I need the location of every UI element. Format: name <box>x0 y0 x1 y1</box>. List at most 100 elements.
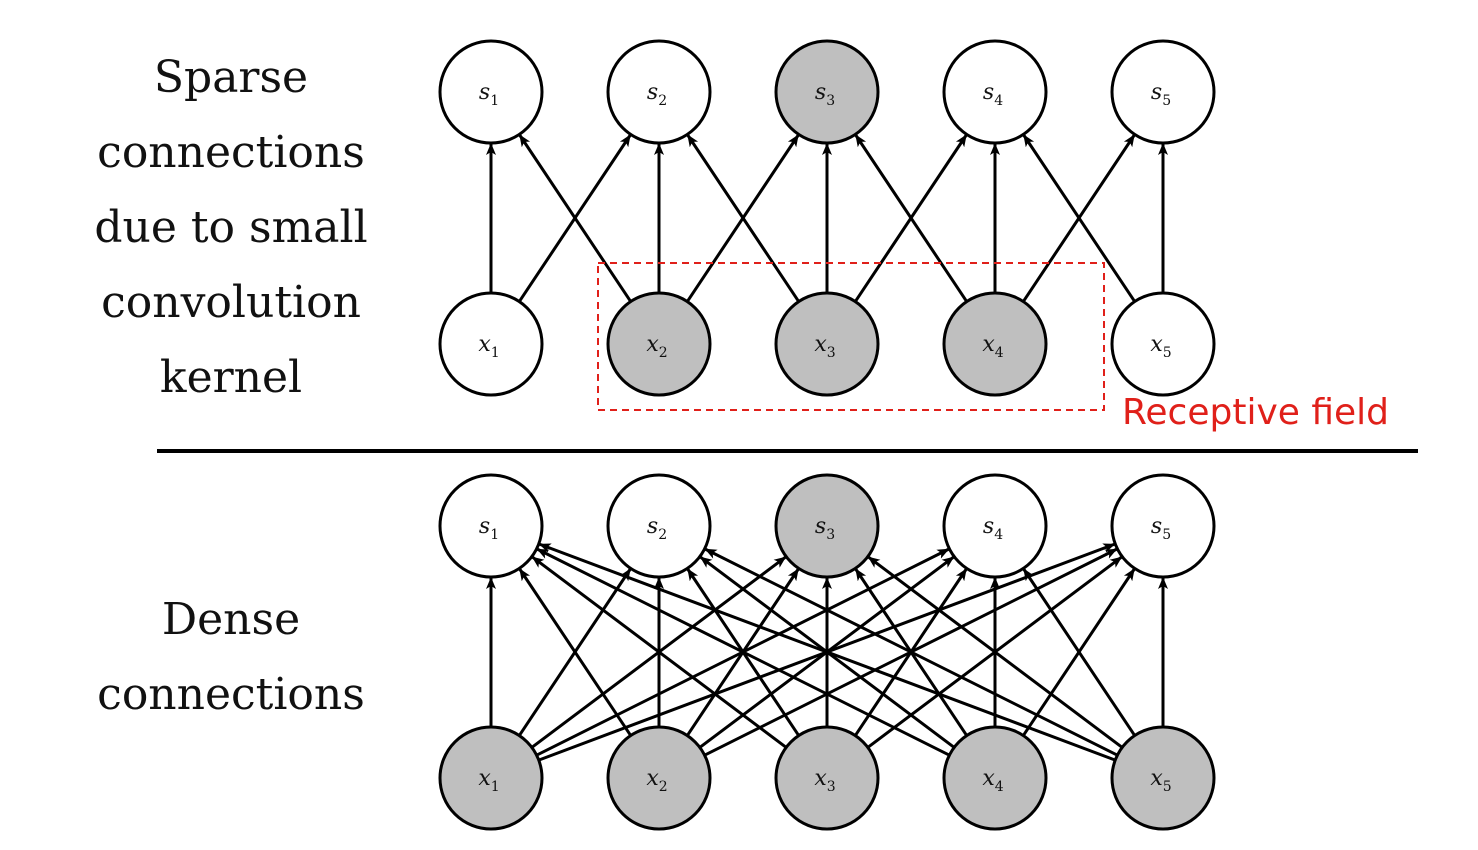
sparse-label-line: connections <box>97 127 365 178</box>
node-label-base: s <box>1151 514 1162 539</box>
receptive-field-box <box>597 262 1105 411</box>
dense-input-node: x3 <box>774 725 880 831</box>
node-circle <box>1110 473 1216 579</box>
node-label-base: x <box>1150 332 1163 357</box>
sparse-output-node: s2 <box>606 39 712 145</box>
node-circle <box>774 725 880 831</box>
dense-output-node: s1 <box>438 473 544 579</box>
node-circle <box>1110 39 1216 145</box>
node-label-base: x <box>478 766 491 791</box>
sparse-edge <box>1022 134 1136 303</box>
node-circle <box>606 39 712 145</box>
node-label-subscript: 2 <box>658 527 667 543</box>
dense-edge <box>1022 568 1136 737</box>
node-circle <box>606 291 712 397</box>
sparse-label-line: kernel <box>159 352 303 403</box>
node-circle <box>942 39 1048 145</box>
sparse-output-node: s5 <box>1110 39 1216 145</box>
receptive-field-label: Receptive field <box>1122 392 1390 433</box>
node-circle <box>438 473 544 579</box>
sparse-input-node: x5 <box>1110 291 1216 397</box>
node-label: s4 <box>983 514 1003 543</box>
node-label-subscript: 5 <box>1162 527 1171 543</box>
dense-output-node: s4 <box>942 473 1048 579</box>
sparse-label-line: Sparse <box>153 52 309 103</box>
node-circle <box>942 473 1048 579</box>
node-label-base: s <box>815 514 826 539</box>
node-label: s1 <box>479 514 499 543</box>
dense-edge <box>536 547 951 757</box>
node-label-subscript: 1 <box>491 345 500 361</box>
sparse-input-node: x2 <box>606 291 712 397</box>
node-label-subscript: 3 <box>826 527 835 543</box>
node-label: s1 <box>479 80 499 109</box>
node-label: x1 <box>478 766 499 795</box>
node-label: x1 <box>478 332 499 361</box>
dense-input-node: x5 <box>1110 725 1216 831</box>
node-label: s2 <box>647 514 667 543</box>
node-label-base: x <box>646 766 659 791</box>
node-label: s5 <box>1151 80 1171 109</box>
node-label-subscript: 4 <box>994 93 1003 109</box>
sparse-input-node: x1 <box>438 291 544 397</box>
node-label-subscript: 1 <box>490 93 499 109</box>
dense-edge <box>531 556 788 749</box>
node-circle <box>774 39 880 145</box>
node-label-subscript: 4 <box>994 527 1003 543</box>
node-label: s2 <box>647 80 667 109</box>
node-circle <box>606 725 712 831</box>
sparse-edge <box>854 134 968 303</box>
node-label-base: s <box>815 80 826 105</box>
sparse-edges <box>486 134 1168 303</box>
node-label-subscript: 3 <box>826 93 835 109</box>
sparse-edge <box>686 134 800 303</box>
node-label-base: x <box>814 332 827 357</box>
dense-output-node: s5 <box>1110 473 1216 579</box>
node-label: s5 <box>1151 514 1171 543</box>
sparse-connections-label: Sparse connections due to small convolut… <box>66 40 396 415</box>
node-circle <box>606 473 712 579</box>
node-label-base: s <box>983 514 994 539</box>
node-label-subscript: 2 <box>658 93 667 109</box>
dense-output-node: s3 <box>774 473 880 579</box>
node-label: x3 <box>814 766 835 795</box>
dense-edge <box>538 542 1116 762</box>
node-circle <box>1110 291 1216 397</box>
sparse-label-line: convolution <box>101 277 361 328</box>
dense-label-line: connections <box>97 669 365 720</box>
node-label-base: s <box>983 80 994 105</box>
sparse-label-line: due to small <box>94 202 368 253</box>
node-label-subscript: 3 <box>827 345 836 361</box>
sparse-edge <box>518 134 632 303</box>
node-label-base: s <box>1151 80 1162 105</box>
node-label-subscript: 4 <box>995 345 1004 361</box>
dense-edge <box>867 556 1124 749</box>
node-circle <box>774 473 880 579</box>
node-label: x4 <box>982 332 1003 361</box>
sparse-input-node: x4 <box>942 291 1048 397</box>
node-label-base: x <box>814 766 827 791</box>
node-label-base: x <box>1150 766 1163 791</box>
node-label-subscript: 5 <box>1162 93 1171 109</box>
dense-label-line: Dense <box>161 594 301 645</box>
node-label-base: s <box>647 514 658 539</box>
dense-input-node: x4 <box>942 725 1048 831</box>
node-label-subscript: 2 <box>659 779 668 795</box>
sparse-output-node: s4 <box>942 39 1048 145</box>
node-label: s3 <box>815 80 835 109</box>
node-circle <box>942 291 1048 397</box>
node-label-base: x <box>982 332 995 357</box>
node-circle <box>438 39 544 145</box>
sparse-output-node: s1 <box>438 39 544 145</box>
node-label-subscript: 1 <box>491 779 500 795</box>
node-circle <box>942 725 1048 831</box>
dense-input-node: x2 <box>606 725 712 831</box>
sparse-output-node: s3 <box>774 39 880 145</box>
node-label: x4 <box>982 766 1003 795</box>
dense-edge <box>518 568 632 737</box>
node-label-base: x <box>646 332 659 357</box>
sparse-input-node: x3 <box>774 291 880 397</box>
